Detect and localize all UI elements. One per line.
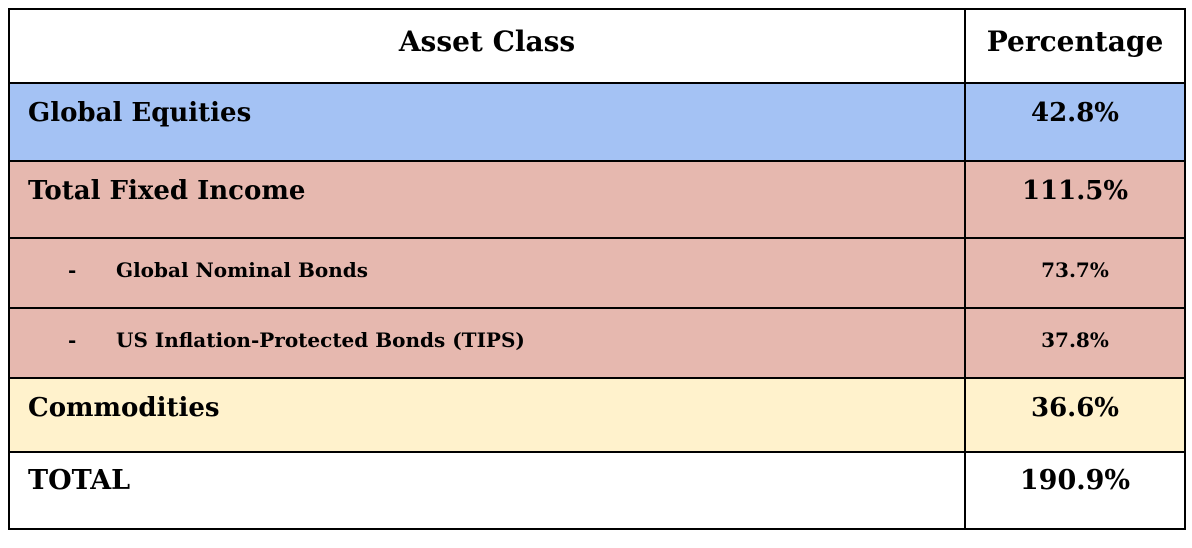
percentage-cell: 36.6%	[964, 377, 1186, 453]
asset-class-cell: Global Equities	[8, 82, 966, 162]
table-row-global-equities: Global Equities 42.8%	[8, 82, 1186, 162]
asset-class-cell: - US Inflation-Protected Bonds (TIPS)	[8, 307, 966, 379]
percentage-cell: 73.7%	[964, 237, 1186, 309]
asset-class-cell: TOTAL	[8, 451, 966, 530]
asset-class-cell: - Global Nominal Bonds	[8, 237, 966, 309]
asset-allocation-table: Asset Class Percentage Global Equities 4…	[8, 8, 1186, 530]
table-row-total: TOTAL 190.9%	[8, 451, 1186, 530]
percentage-cell: 111.5%	[964, 160, 1186, 239]
sub-item-label: US Inflation-Protected Bonds (TIPS)	[116, 328, 525, 352]
table-header-row: Asset Class Percentage	[8, 8, 1186, 84]
table-row-commodities: Commodities 36.6%	[8, 377, 1186, 453]
percentage-cell: 37.8%	[964, 307, 1186, 379]
column-header-percentage: Percentage	[964, 8, 1186, 84]
percentage-cell: 42.8%	[964, 82, 1186, 162]
list-dash-bullet: -	[68, 258, 77, 282]
asset-class-cell: Commodities	[8, 377, 966, 453]
sub-item-label: Global Nominal Bonds	[116, 258, 368, 282]
table-row-total-fixed-income: Total Fixed Income 111.5%	[8, 160, 1186, 239]
table-row-us-tips: - US Inflation-Protected Bonds (TIPS) 37.…	[8, 307, 1186, 379]
table-row-global-nominal-bonds: - Global Nominal Bonds 73.7%	[8, 237, 1186, 309]
column-header-asset-class: Asset Class	[8, 8, 966, 84]
percentage-cell: 190.9%	[964, 451, 1186, 530]
list-dash-bullet: -	[68, 328, 77, 352]
asset-class-cell: Total Fixed Income	[8, 160, 966, 239]
